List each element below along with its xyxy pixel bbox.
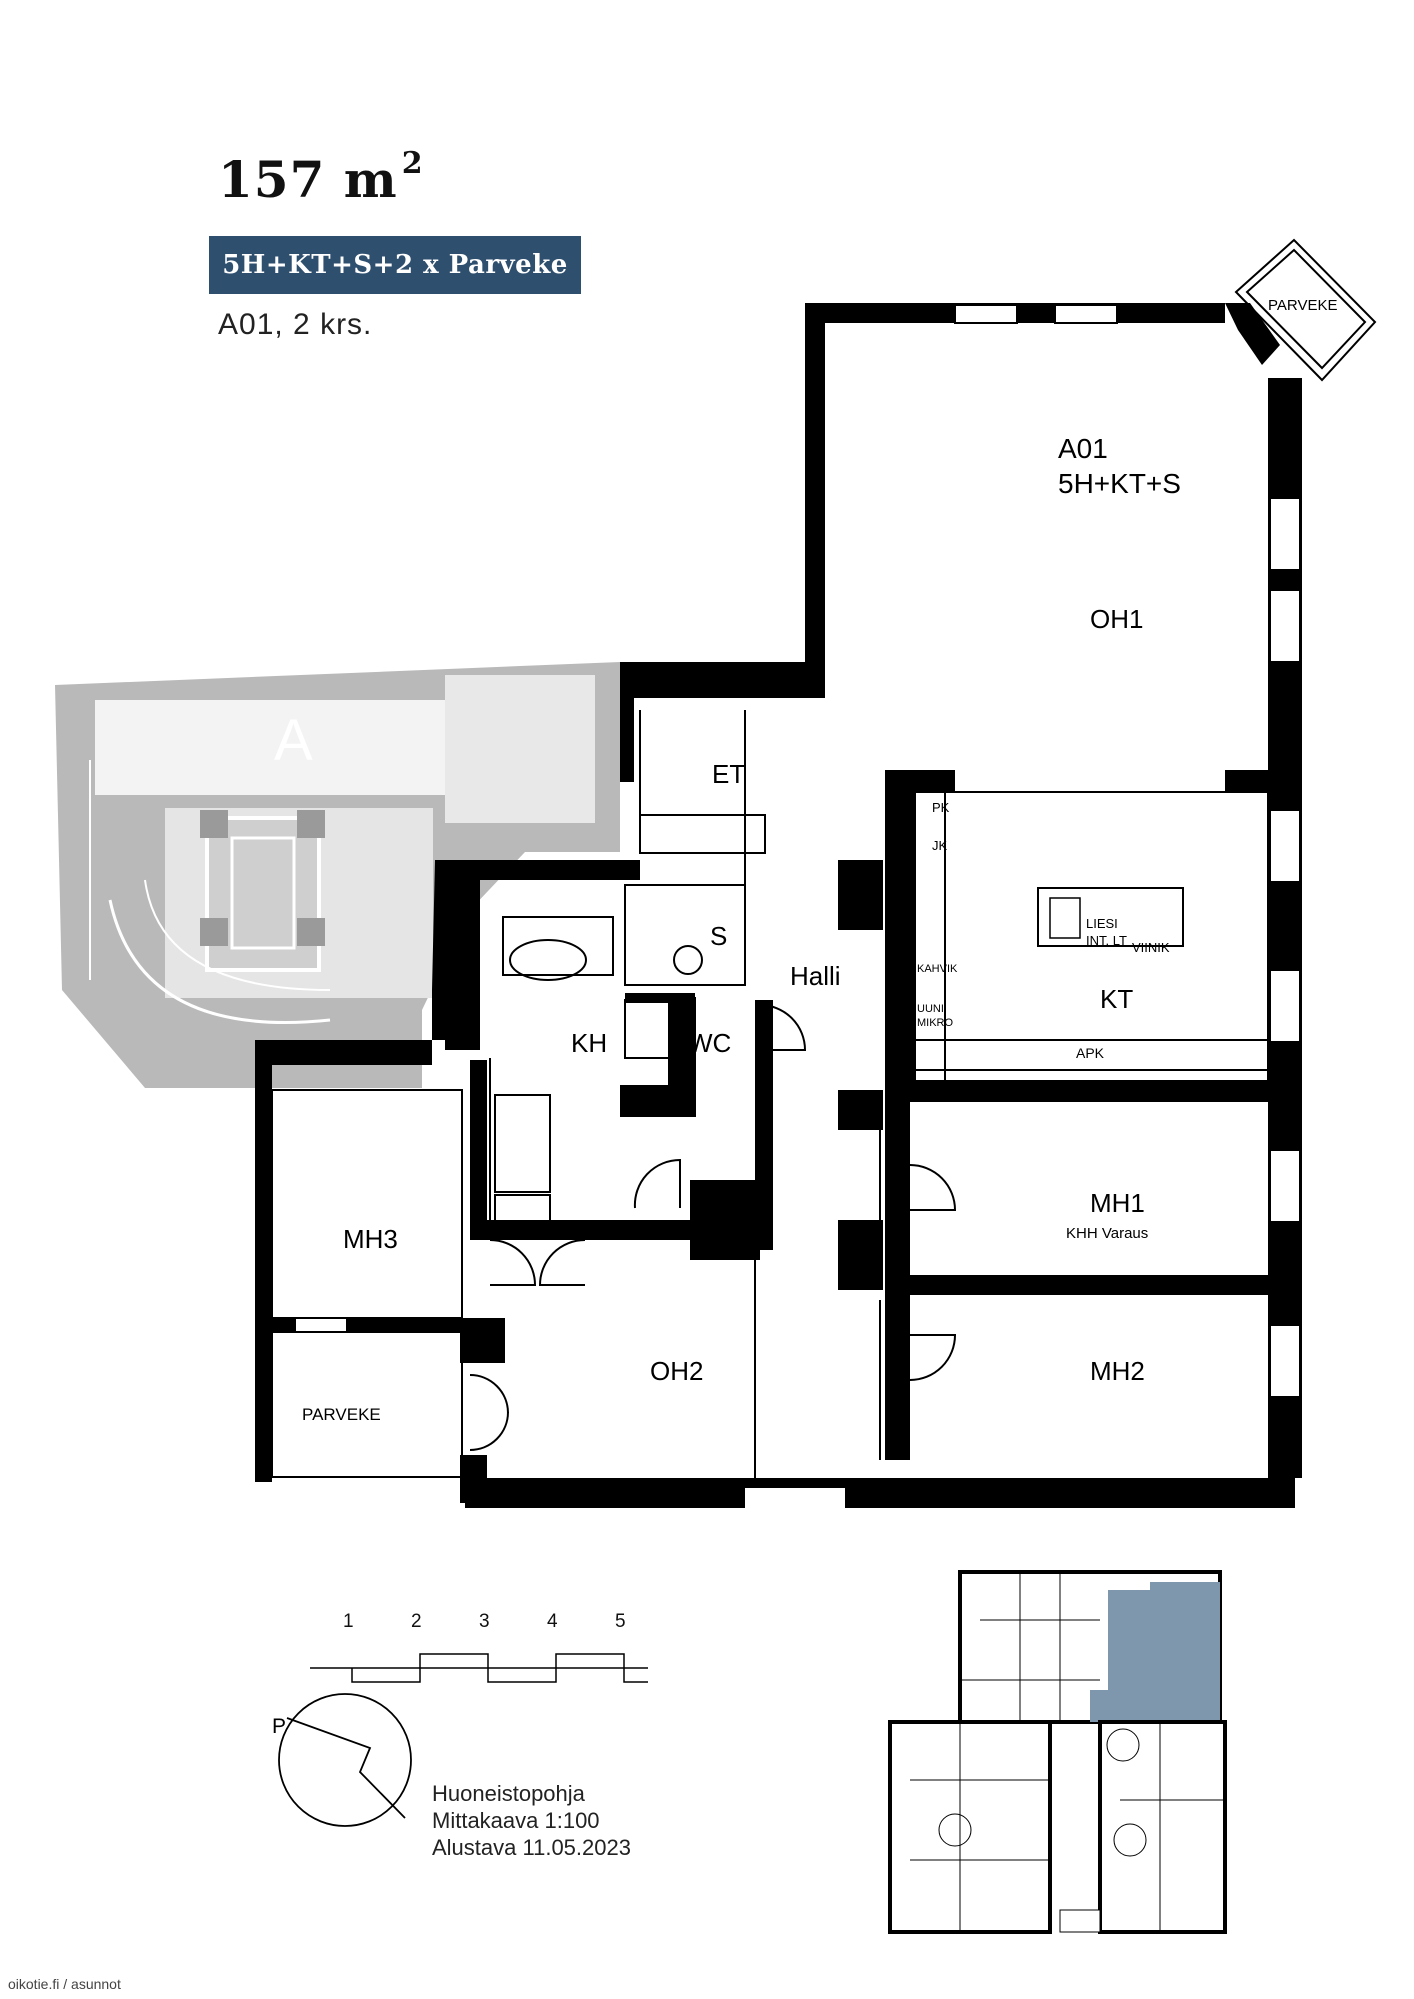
- room-mh1: MH1: [1090, 1188, 1145, 1218]
- area-unit-superscript: 2: [401, 146, 424, 181]
- kitchen-mikro: MIKRO: [917, 1017, 954, 1029]
- notes-title: Huoneistopohja: [432, 1781, 585, 1806]
- kitchen-kahvik: KAHVIK: [917, 963, 958, 975]
- notes-date: Alustava 11.05.2023: [432, 1835, 631, 1860]
- drawing-notes: Huoneistopohja Mittakaava 1:100 Alustava…: [432, 1780, 631, 1861]
- room-s: S: [710, 921, 727, 951]
- bathtub: [509, 939, 587, 981]
- drain-circle: [673, 945, 703, 975]
- apartment-type-badge: 5H+KT+S+2 x Parveke: [209, 236, 581, 294]
- kitchen-apk: APK: [1076, 1045, 1105, 1061]
- kitchen-int-lt: INT. LT: [1086, 933, 1127, 948]
- notes-scale: Mittakaava 1:100: [432, 1808, 600, 1833]
- room-pk: PK: [932, 800, 950, 815]
- stair-letter: A: [274, 708, 313, 773]
- room-wc: WC: [688, 1028, 731, 1058]
- room-mh3: MH3: [343, 1224, 398, 1254]
- kitchen-liesi: LIESI: [1086, 916, 1118, 931]
- apartment-code-label: A01: [1058, 433, 1108, 464]
- compass-north-label: P: [272, 1715, 286, 1738]
- scale-label-1: 1: [343, 1611, 354, 1632]
- scale-label-5: 5: [615, 1611, 626, 1632]
- room-jk: JK: [932, 838, 948, 853]
- balcony-top-label: PARVEKE: [1268, 297, 1337, 314]
- windows: [294, 304, 1301, 1398]
- kitchen-uuni: UUNI: [917, 1003, 944, 1015]
- source-credit: oikotie.fi / asunnot: [8, 1976, 121, 1992]
- room-oh1: OH1: [1090, 604, 1143, 634]
- room-et: ET: [712, 759, 745, 789]
- kitchen-island: [1049, 897, 1081, 939]
- room-kt: KT: [1100, 984, 1133, 1014]
- scale-label-2: 2: [411, 1611, 422, 1632]
- scale-label-4: 4: [547, 1611, 558, 1632]
- room-mh2: MH2: [1090, 1356, 1145, 1386]
- scale-label-3: 3: [479, 1611, 490, 1632]
- apartment-floor-label: A01, 2 krs.: [218, 308, 373, 341]
- neighbor-stairwell: [55, 662, 620, 1088]
- room-oh2: OH2: [650, 1356, 703, 1386]
- balcony-bottom-label: PARVEKE: [302, 1405, 381, 1424]
- balcony-top: [1234, 238, 1377, 382]
- interior-lines: [271, 710, 1269, 1480]
- room-halli: Halli: [790, 961, 841, 991]
- compass: [278, 1693, 412, 1827]
- room-kh: KH: [571, 1028, 607, 1058]
- scale-bar: [310, 1653, 648, 1683]
- walls: [255, 303, 1302, 1508]
- kitchen-viinik: VIINIK: [1132, 940, 1170, 955]
- apartment-type-label: 5H+KT+S: [1058, 468, 1181, 499]
- area-value: 157 m: [218, 150, 398, 209]
- room-mh1-note: KHH Varaus: [1066, 1225, 1148, 1242]
- key-plan: [888, 1570, 1227, 1934]
